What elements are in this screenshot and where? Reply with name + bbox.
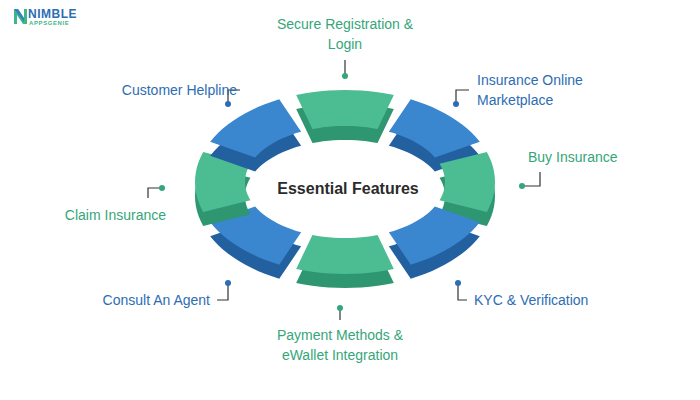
- leader-line: [337, 305, 343, 320]
- leader-path: [522, 172, 540, 186]
- tile-face: [210, 99, 301, 157]
- ring-tile: [210, 99, 301, 171]
- leader-dot: [519, 183, 525, 189]
- leader-dot: [225, 280, 231, 286]
- leader-path: [217, 283, 228, 300]
- leader-dot: [159, 185, 165, 191]
- logo-text: APPSGENIE: [29, 20, 69, 26]
- leader-dot: [455, 280, 461, 286]
- feature-text: Insurance Online Marketplace: [477, 70, 607, 110]
- feature-label: Payment Methods & eWallet Integration: [265, 325, 415, 365]
- leader-line: [519, 172, 540, 189]
- feature-text: Payment Methods & eWallet Integration: [265, 325, 415, 365]
- feature-label: Buy Insurance: [528, 147, 618, 167]
- feature-label: Consult An Agent: [103, 290, 210, 310]
- tile-face: [296, 235, 394, 274]
- feature-text: Secure Registration & Login: [270, 14, 420, 54]
- tile-face: [389, 207, 480, 265]
- diagram-title: Essential Features: [277, 180, 418, 198]
- ring-tile: [296, 90, 394, 143]
- feature-text: Claim Insurance: [65, 205, 166, 225]
- feature-text: Customer Helpline: [122, 80, 237, 100]
- leader-line: [342, 60, 348, 79]
- feature-text: Buy Insurance: [528, 147, 618, 167]
- leader-line: [217, 280, 231, 300]
- tile-face: [389, 99, 480, 157]
- ring-tile: [389, 207, 480, 279]
- ring-tile: [296, 235, 394, 288]
- tile-face: [440, 152, 495, 212]
- leader-dot: [337, 305, 343, 311]
- feature-label: Claim Insurance: [65, 205, 166, 225]
- feature-label: Customer Helpline: [122, 80, 237, 100]
- leader-dot: [225, 101, 231, 107]
- leader-dot: [453, 101, 459, 107]
- leader-line: [455, 280, 467, 300]
- logo-text: NIMBLE: [28, 7, 77, 21]
- feature-text: KYC & Verification: [474, 290, 588, 310]
- tile-face: [296, 90, 394, 129]
- logo-icon: [14, 9, 27, 24]
- feature-text: Consult An Agent: [103, 290, 210, 310]
- leader-line: [148, 185, 165, 198]
- feature-label: Secure Registration & Login: [270, 14, 420, 54]
- feature-label: KYC & Verification: [474, 290, 588, 310]
- leader-dot: [342, 73, 348, 79]
- feature-label: Insurance Online Marketplace: [477, 70, 607, 110]
- leader-line: [453, 90, 469, 107]
